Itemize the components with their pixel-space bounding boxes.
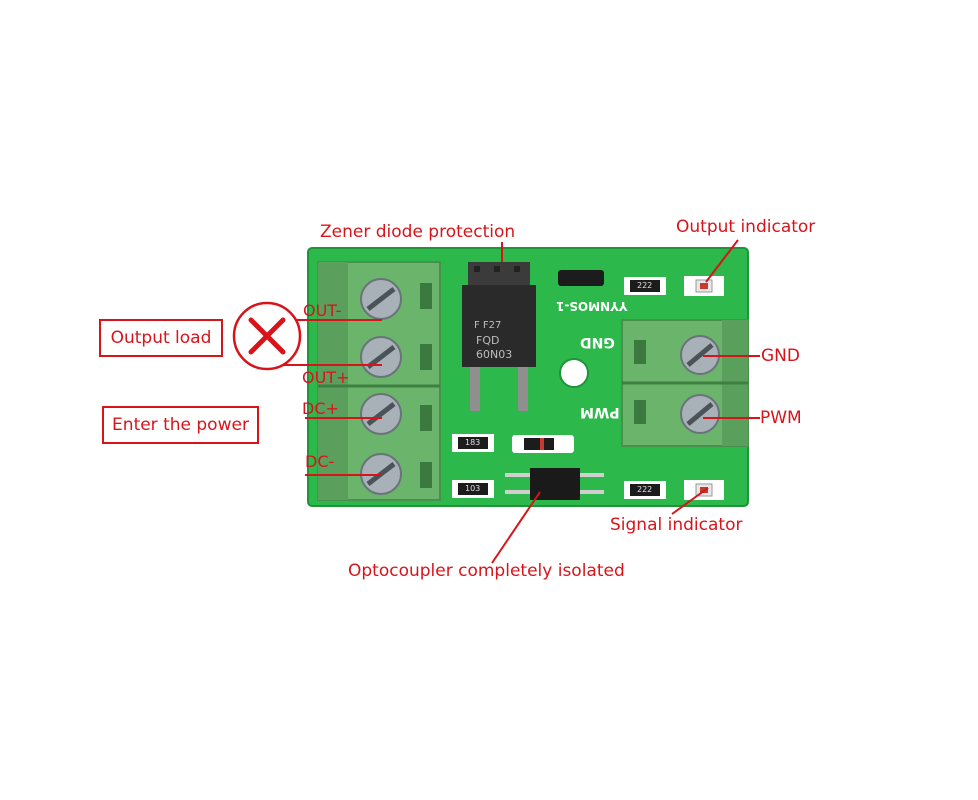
mosfet-marking-3: 60N03: [476, 348, 513, 361]
gnd-silkscreen: GND: [580, 334, 615, 350]
leader-optocoupler: [491, 491, 541, 564]
mounting-hole: [559, 358, 589, 388]
out-minus-label: OUT-: [303, 301, 342, 320]
bottom-diode: [512, 435, 574, 453]
resistor-bottom-right: [624, 481, 666, 499]
screw-dc-plus: [360, 393, 402, 435]
dc-minus-label: DC-: [305, 452, 335, 471]
optocoupler-callout: Optocoupler completely isolated: [348, 561, 625, 581]
screw-out-minus: [360, 278, 402, 320]
output-load-box: Output load: [99, 319, 223, 357]
pwm-callout: PWM: [760, 408, 802, 428]
screw-gnd: [680, 335, 720, 375]
resistor-222-top-label: 222: [637, 281, 653, 290]
out-plus-label: OUT+: [302, 368, 350, 387]
screw-out-plus: [360, 336, 402, 378]
resistor-103-label: 103: [465, 484, 481, 493]
mosfet-marking-1: F F27: [474, 320, 502, 331]
mosfet: [462, 262, 536, 411]
model-silkscreen: YYNMOS-1: [556, 299, 628, 313]
resistor-183: [452, 434, 494, 452]
dc-plus-label: DC+: [302, 399, 339, 418]
zener-diode: [558, 270, 604, 286]
zener-diode-callout: Zener diode protection: [320, 222, 516, 242]
screw-pwm: [680, 394, 720, 434]
output-indicator-callout: Output indicator: [676, 217, 816, 237]
signal-indicator-callout: Signal indicator: [610, 515, 743, 535]
cross-circle-icon: [232, 301, 302, 371]
enter-power-box: Enter the power: [102, 406, 259, 444]
gnd-callout: GND: [761, 346, 800, 366]
resistor-183-label: 183: [465, 438, 481, 447]
leader-signal-indicator: [671, 487, 709, 515]
leader-output-indicator: [705, 239, 739, 283]
output-led: [684, 276, 724, 296]
resistor-222-bottom-label: 222: [637, 485, 653, 494]
resistor-top-right: [624, 277, 666, 295]
mosfet-marking-2: FQD: [476, 334, 500, 347]
resistor-103: [452, 480, 494, 498]
pwm-silkscreen: PWM: [580, 404, 620, 420]
